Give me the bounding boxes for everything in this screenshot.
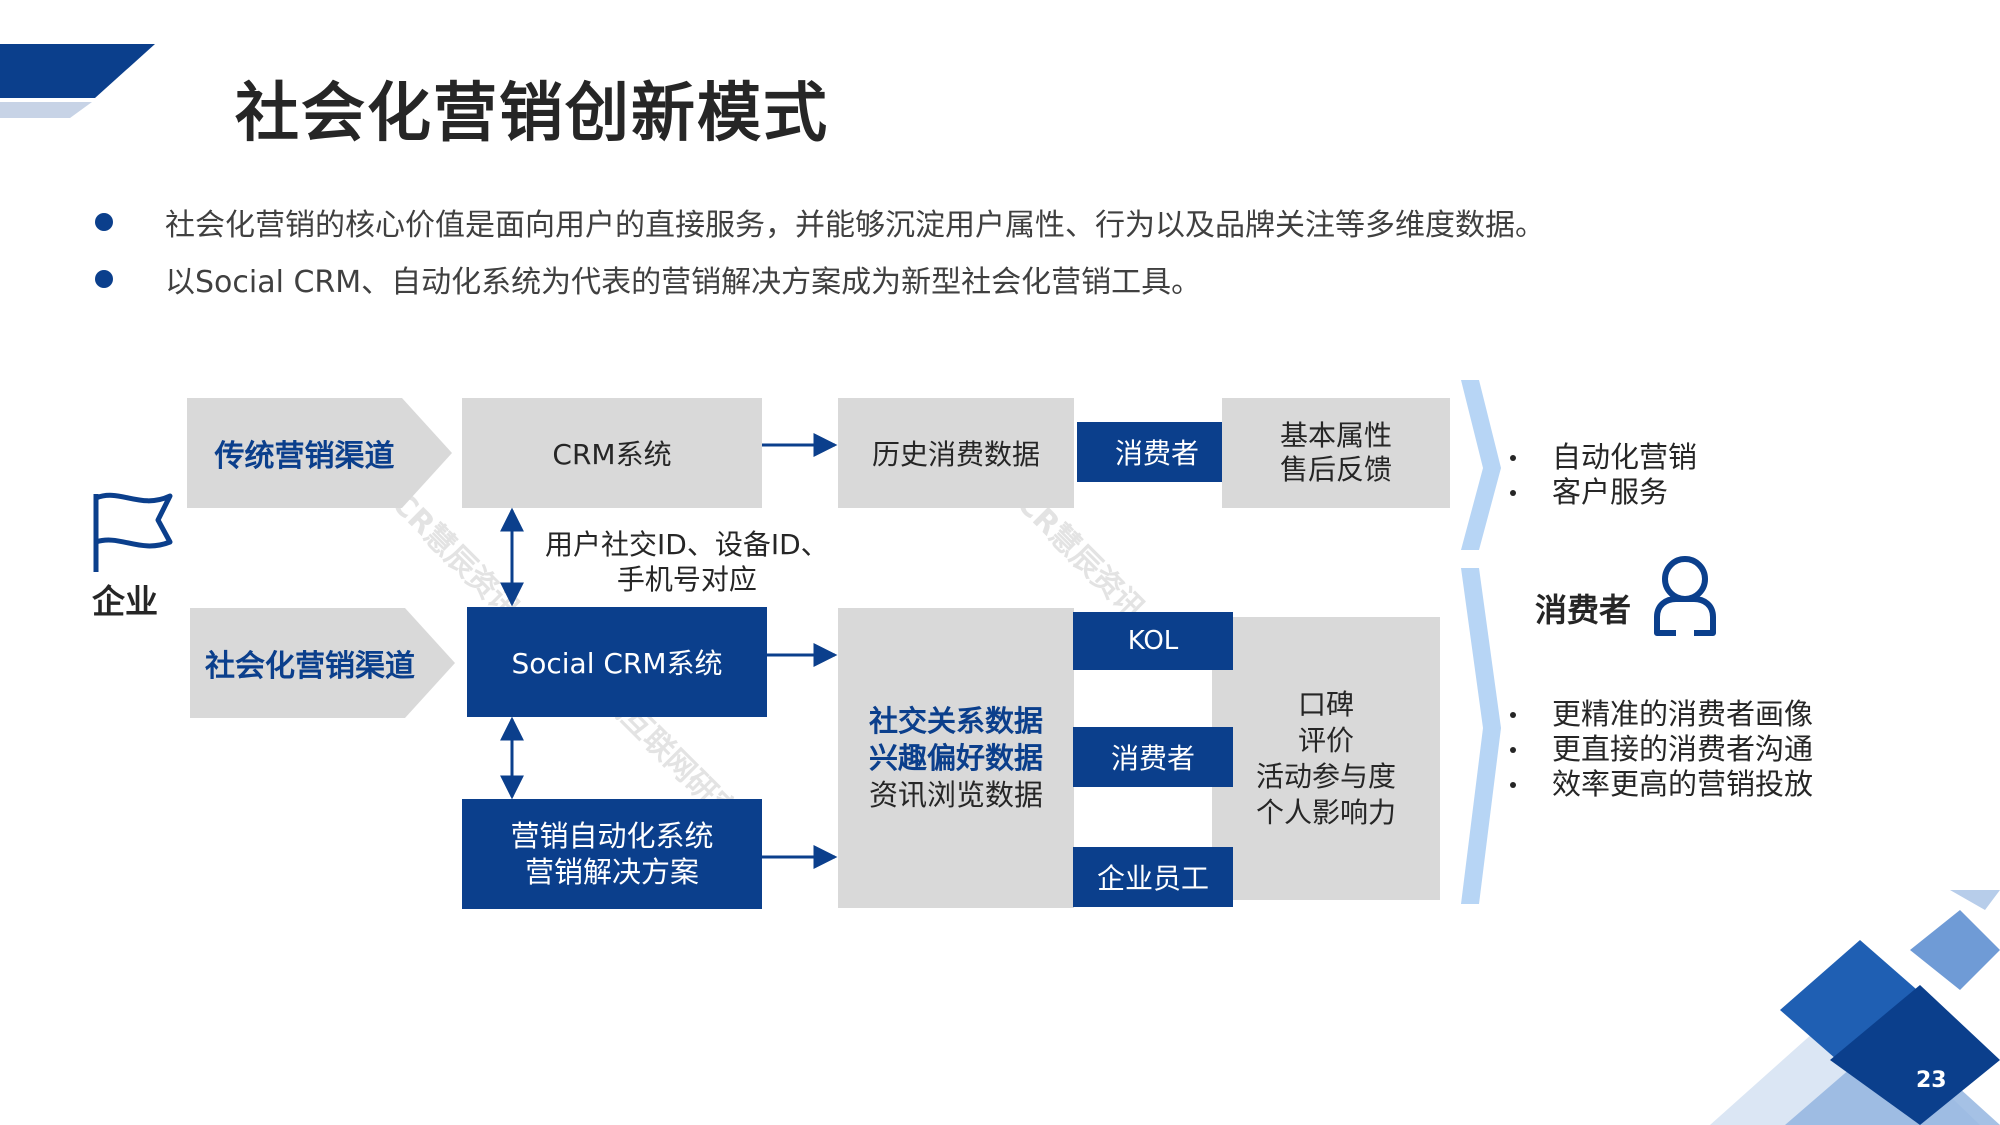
- social-channel: 社会化营销渠道: [205, 649, 415, 684]
- bullet-item: 以Social CRM、自动化系统为代表的营销解决方案成为新型社会化营销工具。: [95, 257, 1201, 301]
- page-title: 社会化营销创新模式: [235, 77, 829, 151]
- list-item-label: 客户服务: [1552, 475, 1669, 509]
- enterprise-label: 企业: [92, 582, 158, 621]
- traditional-channel: 传统营销渠道: [214, 439, 395, 474]
- consumer-label: 消费者: [1535, 591, 1632, 629]
- result-line: 活动参与度: [1255, 759, 1396, 793]
- list-item: 自动化营销: [1510, 440, 1697, 475]
- list-item-label: 更精准的消费者画像: [1552, 697, 1814, 731]
- result-box: 口碑 评价 活动参与度 个人影响力: [1212, 617, 1440, 900]
- data-line-social: 社交关系数据: [868, 703, 1043, 738]
- data-line-browse: 资讯浏览数据: [868, 777, 1043, 812]
- list-item: 更精准的消费者画像: [1510, 697, 1813, 732]
- marketing-automation-box: 营销自动化系统 营销解决方案: [462, 799, 762, 909]
- result-panel: [1212, 617, 1440, 900]
- corner-decoration: [0, 44, 155, 118]
- employee-tag: 企业员工: [1073, 847, 1233, 907]
- bullet-dot-icon: [95, 213, 113, 231]
- user-icon: [1654, 556, 1716, 637]
- social-crm-box: Social CRM系统: [467, 607, 767, 717]
- attribute-box: 基本属性 售后反馈: [1222, 398, 1450, 508]
- list-item-label: 自动化营销: [1552, 440, 1698, 474]
- attribute-line: 售后反馈: [1279, 453, 1392, 486]
- bullet-text: 以Social CRM、自动化系统为代表的营销解决方案成为新型社会化营销工具。: [165, 265, 1202, 300]
- history-data-box: 历史消费数据: [838, 398, 1074, 508]
- list-item: 客户服务: [1510, 475, 1697, 510]
- corner-diamond-decoration: [1710, 890, 2000, 1125]
- list-item: 更直接的消费者沟通: [1510, 732, 1813, 767]
- automation-line: 营销解决方案: [524, 855, 699, 889]
- bullet-dot-icon: [1510, 781, 1516, 788]
- data-line-interest: 兴趣偏好数据: [868, 740, 1043, 775]
- social-data-box: 社交关系数据 兴趣偏好数据 资讯浏览数据: [838, 608, 1074, 908]
- bullet-dot-icon: [1510, 454, 1516, 461]
- social-channel-shape: [190, 608, 455, 718]
- bullet-item: 社会化营销的核心价值是面向用户的直接服务，并能够沉淀用户属性、行为以及品牌关注等…: [95, 200, 1545, 244]
- consumer-tag: 消费者: [1077, 422, 1237, 482]
- list-item-label: 效率更高的营销投放: [1552, 767, 1814, 801]
- list-item-label: 更直接的消费者沟通: [1552, 732, 1814, 766]
- consumer-tag: 消费者: [1073, 727, 1233, 787]
- bullet-text: 社会化营销的核心价值是面向用户的直接服务，并能够沉淀用户属性、行为以及品牌关注等…: [165, 208, 1545, 243]
- link-note-line: 用户社交ID、设备ID、: [545, 528, 829, 561]
- crm-system-box: CRM系统: [462, 398, 762, 508]
- benefit-list-top: 自动化营销 客户服务: [1510, 440, 1697, 510]
- link-note-line: 手机号对应: [616, 563, 757, 596]
- benefit-list-bottom: 更精准的消费者画像 更直接的消费者沟通 效率更高的营销投放: [1510, 697, 1813, 802]
- bullet-dot-icon: [1510, 711, 1516, 718]
- bracket-layer: [1461, 380, 1501, 904]
- page-number: 23: [1916, 1068, 1947, 1093]
- kol-tag: KOL: [1073, 612, 1233, 670]
- list-item: 效率更高的营销投放: [1510, 767, 1813, 802]
- traditional-channel-shape: [187, 398, 452, 508]
- result-line: 口碑: [1297, 687, 1354, 721]
- bracket-top: [1461, 380, 1501, 550]
- attribute-line: 基本属性: [1279, 419, 1392, 452]
- flag-icon: [93, 492, 173, 572]
- bullet-dot-icon: [95, 270, 113, 288]
- result-line: 个人影响力: [1255, 795, 1396, 829]
- automation-line: 营销自动化系统: [510, 819, 714, 853]
- social-data-panel: [838, 608, 1074, 908]
- link-note: 用户社交ID、设备ID、 手机号对应: [545, 527, 829, 597]
- bullet-dot-icon: [1510, 489, 1516, 496]
- result-line: 评价: [1297, 723, 1354, 757]
- bracket-bottom: [1461, 568, 1501, 904]
- bullet-dot-icon: [1510, 746, 1516, 753]
